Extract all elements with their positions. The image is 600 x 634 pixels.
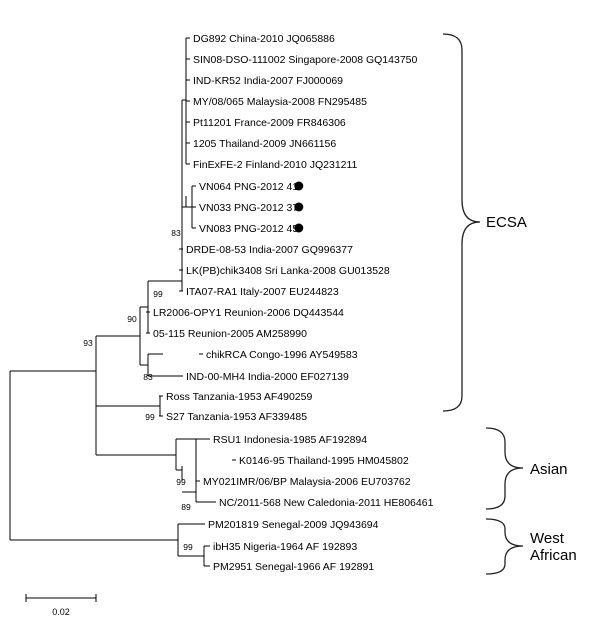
- leaf-label: DRDE-08-53 India-2007 GQ996377: [186, 244, 353, 256]
- leaf-label: RSU1 Indonesia-1985 AF192894: [213, 434, 367, 446]
- leaf-label: LR2006-OPY1 Reunion-2006 DQ443544: [153, 307, 344, 319]
- bootstrap-label: 99: [176, 477, 186, 487]
- leaf-label: FinExFE-2 Finland-2010 JQ231211: [193, 159, 358, 171]
- leaf-label: 05-115 Reunion-2005 AM258990: [153, 328, 307, 340]
- scale-bar-label: 0.02: [52, 607, 70, 617]
- bootstrap-label: 83: [143, 372, 153, 382]
- bootstrap-label: 89: [181, 502, 191, 512]
- leaf-label: 1205 Thailand-2009 JN661156: [193, 138, 336, 150]
- bootstrap-label: 99: [153, 289, 163, 299]
- clade-label-ecsa: ECSA: [486, 214, 527, 231]
- leaf-label: VN083 PNG-2012 45: [199, 223, 298, 235]
- leaf-label: IND-00-MH4 India-2000 EF027139: [186, 371, 349, 383]
- leaf-label: NC/2011-568 New Caledonia-2011 HE806461: [219, 497, 434, 509]
- bootstrap-label: 99: [145, 412, 155, 422]
- asian-brace: [485, 427, 524, 510]
- leaf-label: MY/08/065 Malaysia-2008 FN295485: [193, 96, 367, 108]
- leaf-label: Ross Tanzania-1953 AF490259: [166, 391, 312, 403]
- leaf-label: VN033 PNG-2012 37: [199, 202, 298, 214]
- sample-markers: [294, 181, 304, 233]
- leaf-label: MY021IMR/06/BP Malaysia-2006 EU703762: [203, 476, 411, 488]
- leaf-label: K0146-95 Thailand-1995 HM045802: [239, 455, 409, 467]
- clade-label-asian: Asian: [530, 461, 568, 478]
- bootstrap-label: 99: [183, 542, 193, 552]
- marker-dot-icon: [294, 181, 304, 191]
- bootstrap-values: 83 99 90 93 83 99 99 89 99: [83, 228, 193, 552]
- leaf-label: S27 Tanzania-1953 AF339485: [166, 411, 307, 423]
- leaf-labels: DG892 China-2010 JQ065886SIN08-DSO-11100…: [153, 33, 434, 573]
- leaf-label: LK(PB)chik3408 Sri Lanka-2008 GU013528: [186, 265, 390, 277]
- scale-bar: 0.02: [25, 594, 97, 617]
- leaf-label: chikRCA Congo-1996 AY549583: [206, 349, 358, 361]
- leaf-label: ibH35 Nigeria-1964 AF 192893: [213, 541, 357, 553]
- clade-label-african: African: [530, 547, 577, 564]
- leaf-label: DG892 China-2010 JQ065886: [193, 33, 335, 45]
- leaf-label: ITA07-RA1 Italy-2007 EU244823: [186, 286, 339, 298]
- leaf-label: Pt11201 France-2009 FR846306: [193, 117, 346, 129]
- leaf-label: IND-KR52 India-2007 FJ000069: [193, 75, 343, 87]
- leaf-label: PM201819 Senegal-2009 JQ943694: [208, 519, 379, 531]
- tree-branches: [9, 37, 236, 567]
- marker-dot-icon: [294, 202, 304, 212]
- ecsa-brace: [442, 33, 481, 412]
- bootstrap-label: 90: [127, 314, 137, 324]
- bootstrap-label: 83: [171, 228, 181, 238]
- leaf-label: VN064 PNG-2012 41: [199, 181, 298, 193]
- leaf-label: PM2951 Senegal-1966 AF 192891: [213, 561, 374, 573]
- clade-label-west: West: [530, 530, 565, 547]
- bootstrap-label: 93: [83, 338, 93, 348]
- west-african-brace: [485, 518, 524, 575]
- leaf-label: SIN08-DSO-111002 Singapore-2008 GQ143750: [193, 54, 418, 66]
- marker-dot-icon: [294, 223, 304, 233]
